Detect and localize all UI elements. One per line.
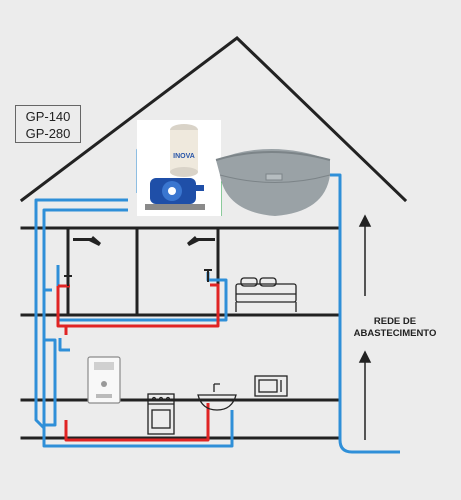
microwave-icon [254,375,288,397]
supply-label-line1: REDE DE [373,316,417,327]
boiler-cold-inlet [58,338,70,352]
water-tank [215,149,331,216]
valve-left [64,275,72,286]
sink-icon [197,383,237,411]
supply-network-label: REDE DE ABASTECIMENTO [340,316,450,340]
supply-pipe [330,173,400,454]
water-heater [87,356,121,404]
ground-hot-pipe [64,403,210,442]
ground-cold-pipe [42,410,234,448]
model-label-gp280: GP-280 [25,126,71,141]
upstairs-cold-pipe [56,265,228,322]
model-label-box: GP-140 GP-280 [15,105,81,143]
house-structure [19,36,408,440]
supply-label-line2: ABASTECIMENTO [353,328,437,339]
lower-cold-branch [44,338,57,427]
shower-left [73,236,101,246]
left-main-pipe [34,198,128,430]
stove-icon [147,393,175,435]
model-label-gp140: GP-140 [25,109,71,124]
booster-pump: INOVA [137,120,221,216]
pump-brand-text: INOVA [173,153,195,160]
upper-hot-pipe [56,283,220,328]
bed-icon [235,277,297,312]
left-main-pipe-2 [42,208,128,420]
roof [19,36,408,203]
supply-arrow-up [358,214,372,296]
valve-right [204,269,212,282]
shower-right [187,236,215,246]
supply-arrow-down [358,350,372,440]
